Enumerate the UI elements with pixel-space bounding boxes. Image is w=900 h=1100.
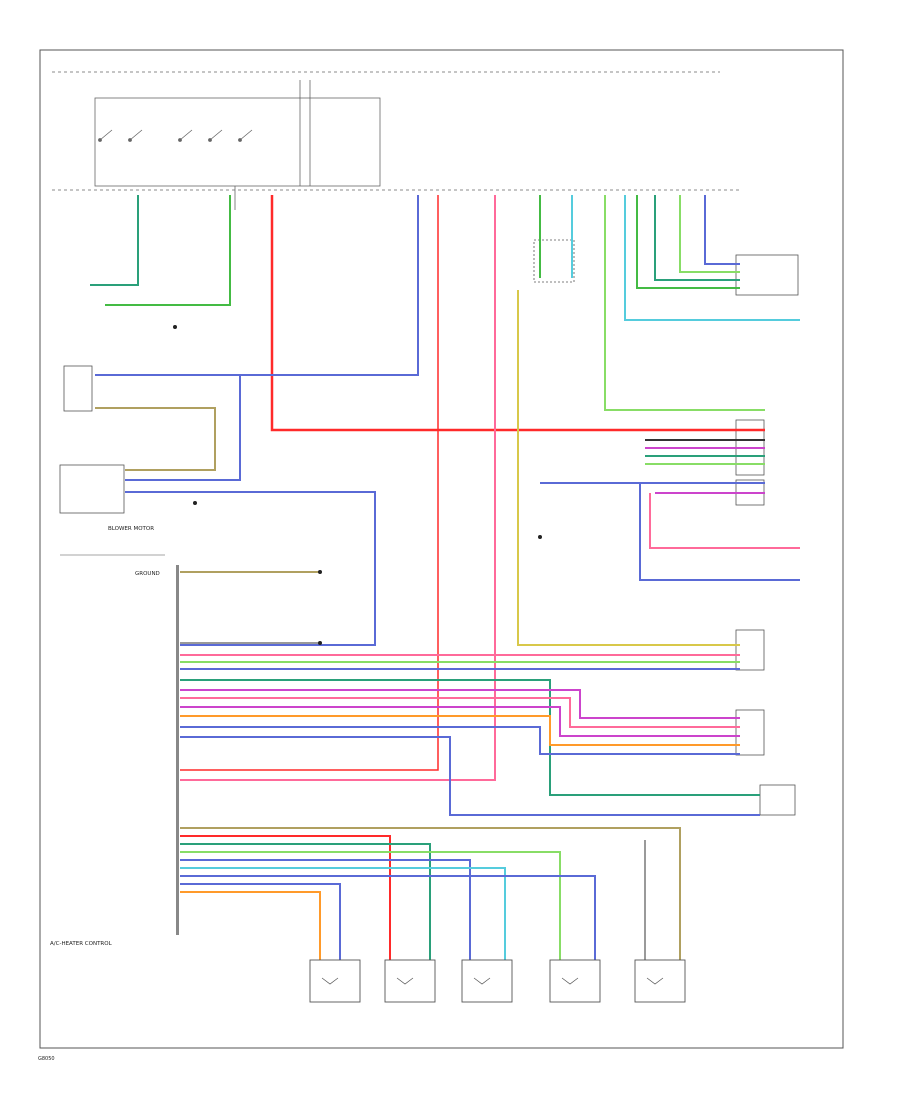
module-pins: [176, 565, 179, 935]
component-boxes: [59, 239, 799, 816]
diagram-code: G8050: [38, 1056, 55, 1062]
blower-motor-label: BLOWER MOTOR: [108, 526, 154, 532]
top-connector-block: [52, 71, 740, 210]
diagram-border: [39, 49, 844, 1049]
module-label: A/C-HEATER CONTROL: [50, 941, 113, 947]
door-actuators: [309, 959, 686, 1003]
ground-symbols: [173, 325, 542, 645]
wires: [90, 195, 800, 960]
ground-label: GROUND: [135, 571, 160, 577]
actuator-motor-symbols: [321, 977, 664, 985]
